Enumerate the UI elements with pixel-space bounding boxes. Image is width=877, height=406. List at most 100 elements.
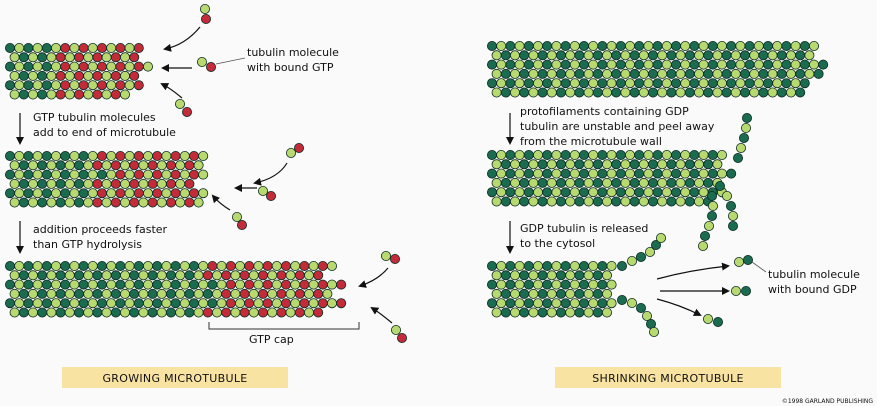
tubulin-subunit [486,59,497,70]
tubulin-subunit [299,279,310,290]
tubulin-subunit [588,41,599,52]
tubulin-subunit [642,310,653,321]
tubulin-subunit [9,307,20,318]
tubulin-subunit [142,61,153,72]
tubulin-subunit [133,279,144,290]
tubulin-subunit [500,177,511,188]
tubulin-subunit [730,68,741,79]
tubulin-subunit [537,50,548,61]
tubulin-subunit [5,279,15,290]
tubulin-subunit [51,279,62,290]
tubulin-subunit [207,260,218,271]
tubulin-subunit [763,41,774,52]
tubulin-subunit [583,50,594,61]
tubulin-subunit [32,260,43,271]
tubulin-subunit [92,52,103,63]
tubulin-subunit [299,260,310,271]
tubulin-subunit [648,87,659,98]
free-gtp-dimer [390,324,407,343]
tubulin-subunit [671,168,682,179]
tubulin-subunit [244,260,255,271]
tubulin-subunit [60,43,71,54]
tubulin-subunit [703,68,714,79]
tubulin-subunit [290,298,301,309]
tubulin-subunit [583,288,594,299]
tubulin-subunit [597,149,608,160]
tubulin-subunit [588,279,599,290]
tubulin-subunit [615,78,626,89]
tubulin-subunit [211,307,222,318]
tubulin-subunit [625,168,636,179]
tubulin-subunit [560,298,571,309]
tubulin-subunit [740,50,751,61]
tubulin-subunit [78,80,89,91]
tubulin-subunit [728,220,739,231]
tubulin-subunit [537,196,548,207]
tubulin-subunit [244,298,255,309]
tubulin-subunit [110,197,121,208]
tubulin-subunit [78,150,89,161]
tubulin-subunit [560,59,571,70]
tubulin-subunit [60,279,71,290]
tubulin-subunit [657,50,668,61]
tubulin-subunit [170,298,181,309]
tubulin-subunit [588,59,599,70]
tubulin-subunit [556,50,567,61]
tubulin-subunit [161,188,172,199]
tubulin-subunit [294,270,305,281]
tubulin-subunit [486,187,497,198]
tubulin-subunit [380,250,391,261]
tubulin-subunit [78,260,89,271]
tubulin-subunit [505,187,516,198]
tubulin-subunit [671,78,682,89]
tubulin-subunit [546,307,557,318]
tubulin-subunit [64,70,75,81]
tubulin-subunit [597,279,608,290]
tubulin-subunit [280,279,291,290]
label-addition-faster: addition proceeds faster than GTP hydrol… [33,223,171,251]
tubulin-subunit [14,43,25,54]
tubulin-subunit [175,307,186,318]
tubulin-subunit [138,197,149,208]
tubulin-subunit [152,260,163,271]
tubulin-subunit [588,168,599,179]
tubulin-subunit [5,298,15,309]
tubulin-subunit [698,240,709,251]
tubulin-subunit [657,159,668,170]
tubulin-subunit [753,41,764,52]
tubulin-subunit [698,41,709,52]
tubulin-subunit [174,99,185,110]
tubulin-subunit [602,270,613,281]
incoming-arrow [163,26,201,52]
tubulin-subunit [262,298,273,309]
tubulin-subunit [799,78,810,89]
tubulin-subunit [193,160,204,171]
tubulin-subunit [152,169,163,180]
tubulin-subunit [14,61,25,72]
tubulin-subunit [51,260,62,271]
free-gdp-dimer [703,313,724,327]
tubulin-subunit [74,178,85,189]
tubulin-subunit [509,159,520,170]
tubulin-subunit [5,188,15,199]
tubulin-subunit [55,288,66,299]
tubulin-subunit [648,159,659,170]
tubulin-subunit [55,270,66,281]
tubulin-subunit [684,68,695,79]
tubulin-subunit [55,307,66,318]
tubulin-subunit [486,298,497,309]
tubulin-subunit [523,260,534,271]
tubulin-subunit [299,298,310,309]
tubulin-subunit [523,41,534,52]
tubulin-subunit [32,169,43,180]
tubulin-subunit [652,168,663,179]
tubulin-subunit [551,279,562,290]
tubulin-subunit [583,87,594,98]
tubulin-subunit [198,169,209,180]
peeling-protofilament-1 [733,113,753,163]
tubulin-subunit [27,178,38,189]
tubulin-subunit [184,288,195,299]
tubulin-subunit [124,279,135,290]
tubulin-subunit [308,279,319,290]
tubulin-subunit [165,270,176,281]
